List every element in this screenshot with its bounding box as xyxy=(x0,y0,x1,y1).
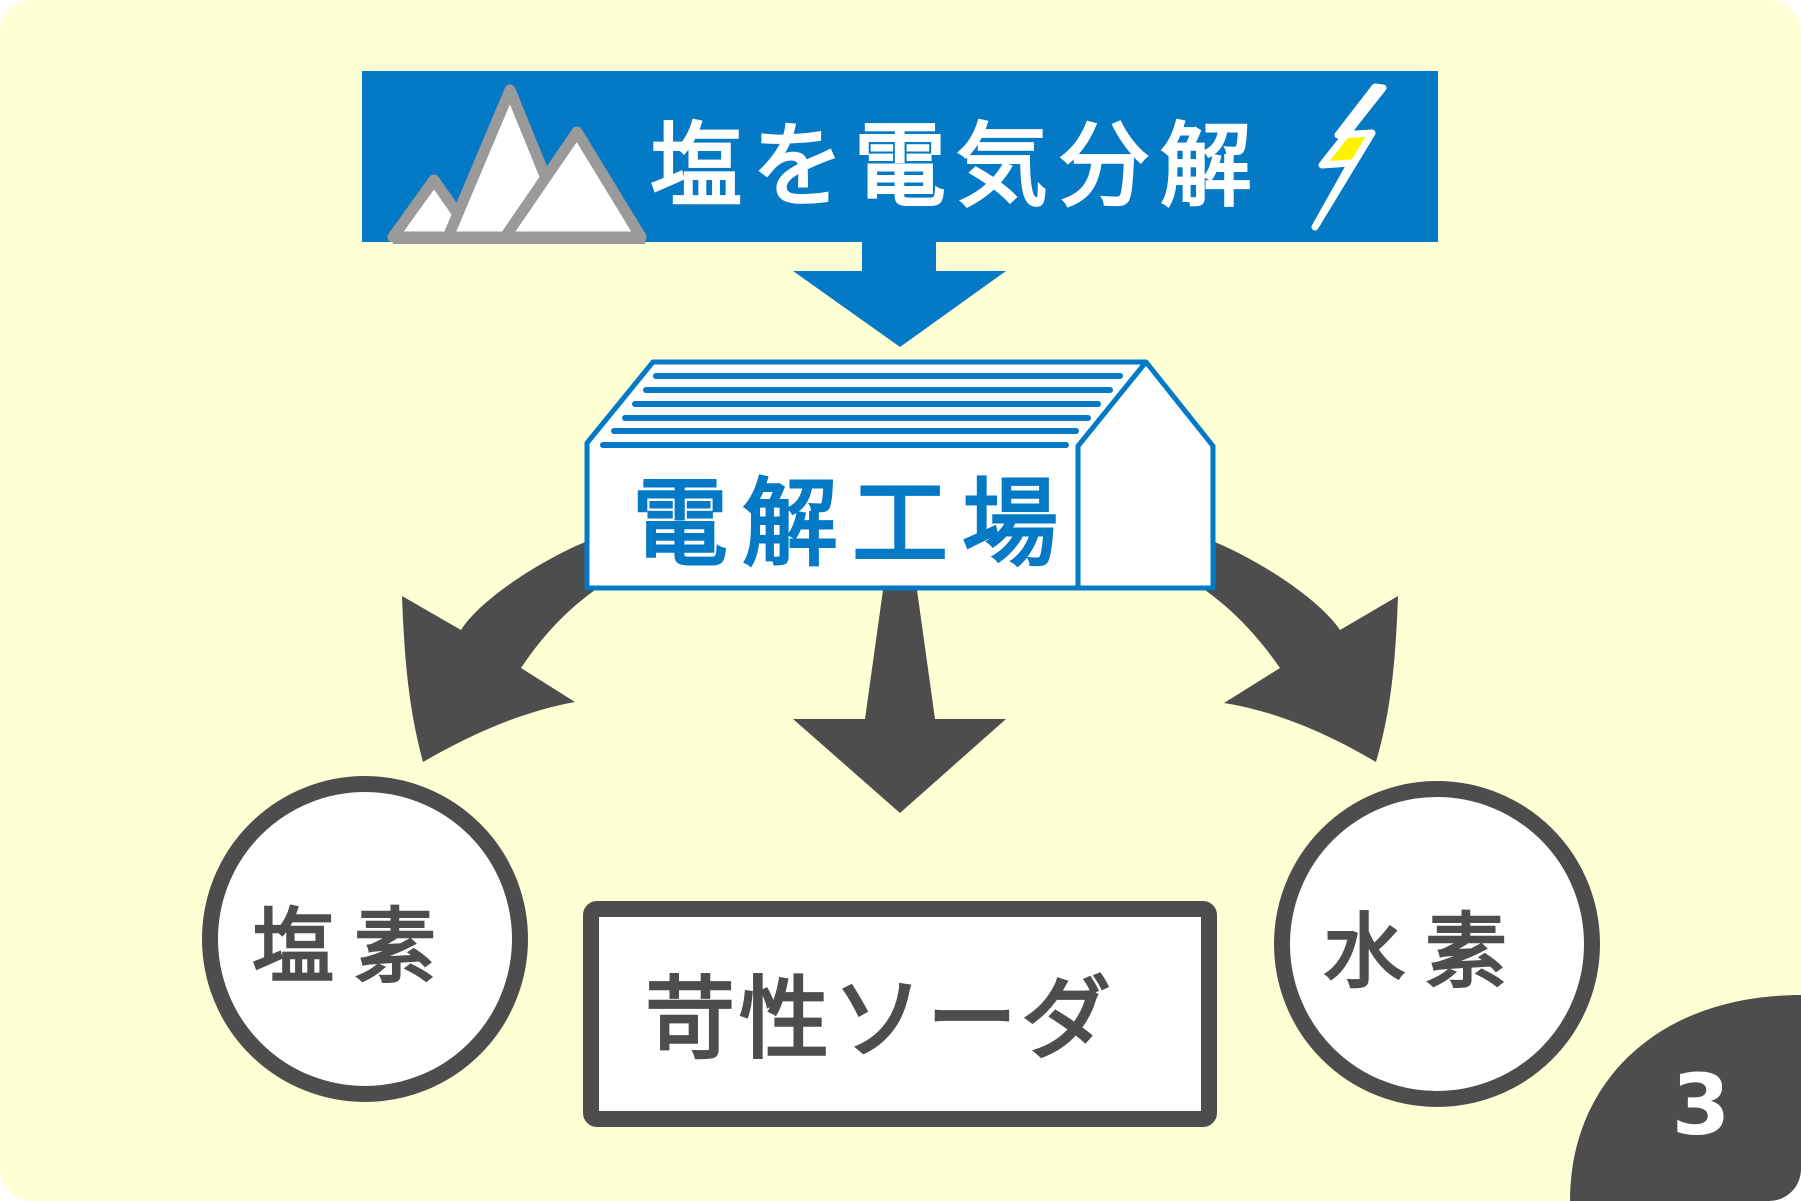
hydrogen-node: 水素 xyxy=(1274,781,1600,1107)
page-number-badge: 3 xyxy=(1570,995,1801,1201)
factory-building-icon: 電解工場 xyxy=(584,359,1216,591)
lightning-bolt-icon xyxy=(1311,83,1387,231)
title-banner: 塩を電気分解 xyxy=(362,71,1438,244)
chlorine-label: 塩素 xyxy=(252,900,456,995)
arrow-to-chlorine xyxy=(402,540,595,762)
chlorine-node: 塩素 xyxy=(202,776,528,1102)
arrow-to-caustic-soda xyxy=(793,590,1006,813)
caustic-soda-node: 苛性ソーダ xyxy=(583,901,1217,1127)
factory-roof-lines xyxy=(600,373,1123,448)
hydrogen-label: 水素 xyxy=(1323,905,1527,1000)
factory-label: 電解工場 xyxy=(632,468,1072,580)
mountain-salt-icon xyxy=(387,84,647,244)
factory-gable xyxy=(1075,360,1148,588)
banner-title: 塩を電気分解 xyxy=(650,113,1262,220)
page-number: 3 xyxy=(1672,1056,1730,1154)
caustic-soda-label: 苛性ソーダ xyxy=(645,967,1115,1072)
arrow-to-hydrogen xyxy=(1205,540,1398,762)
arrow-down-to-factory xyxy=(793,242,1006,347)
